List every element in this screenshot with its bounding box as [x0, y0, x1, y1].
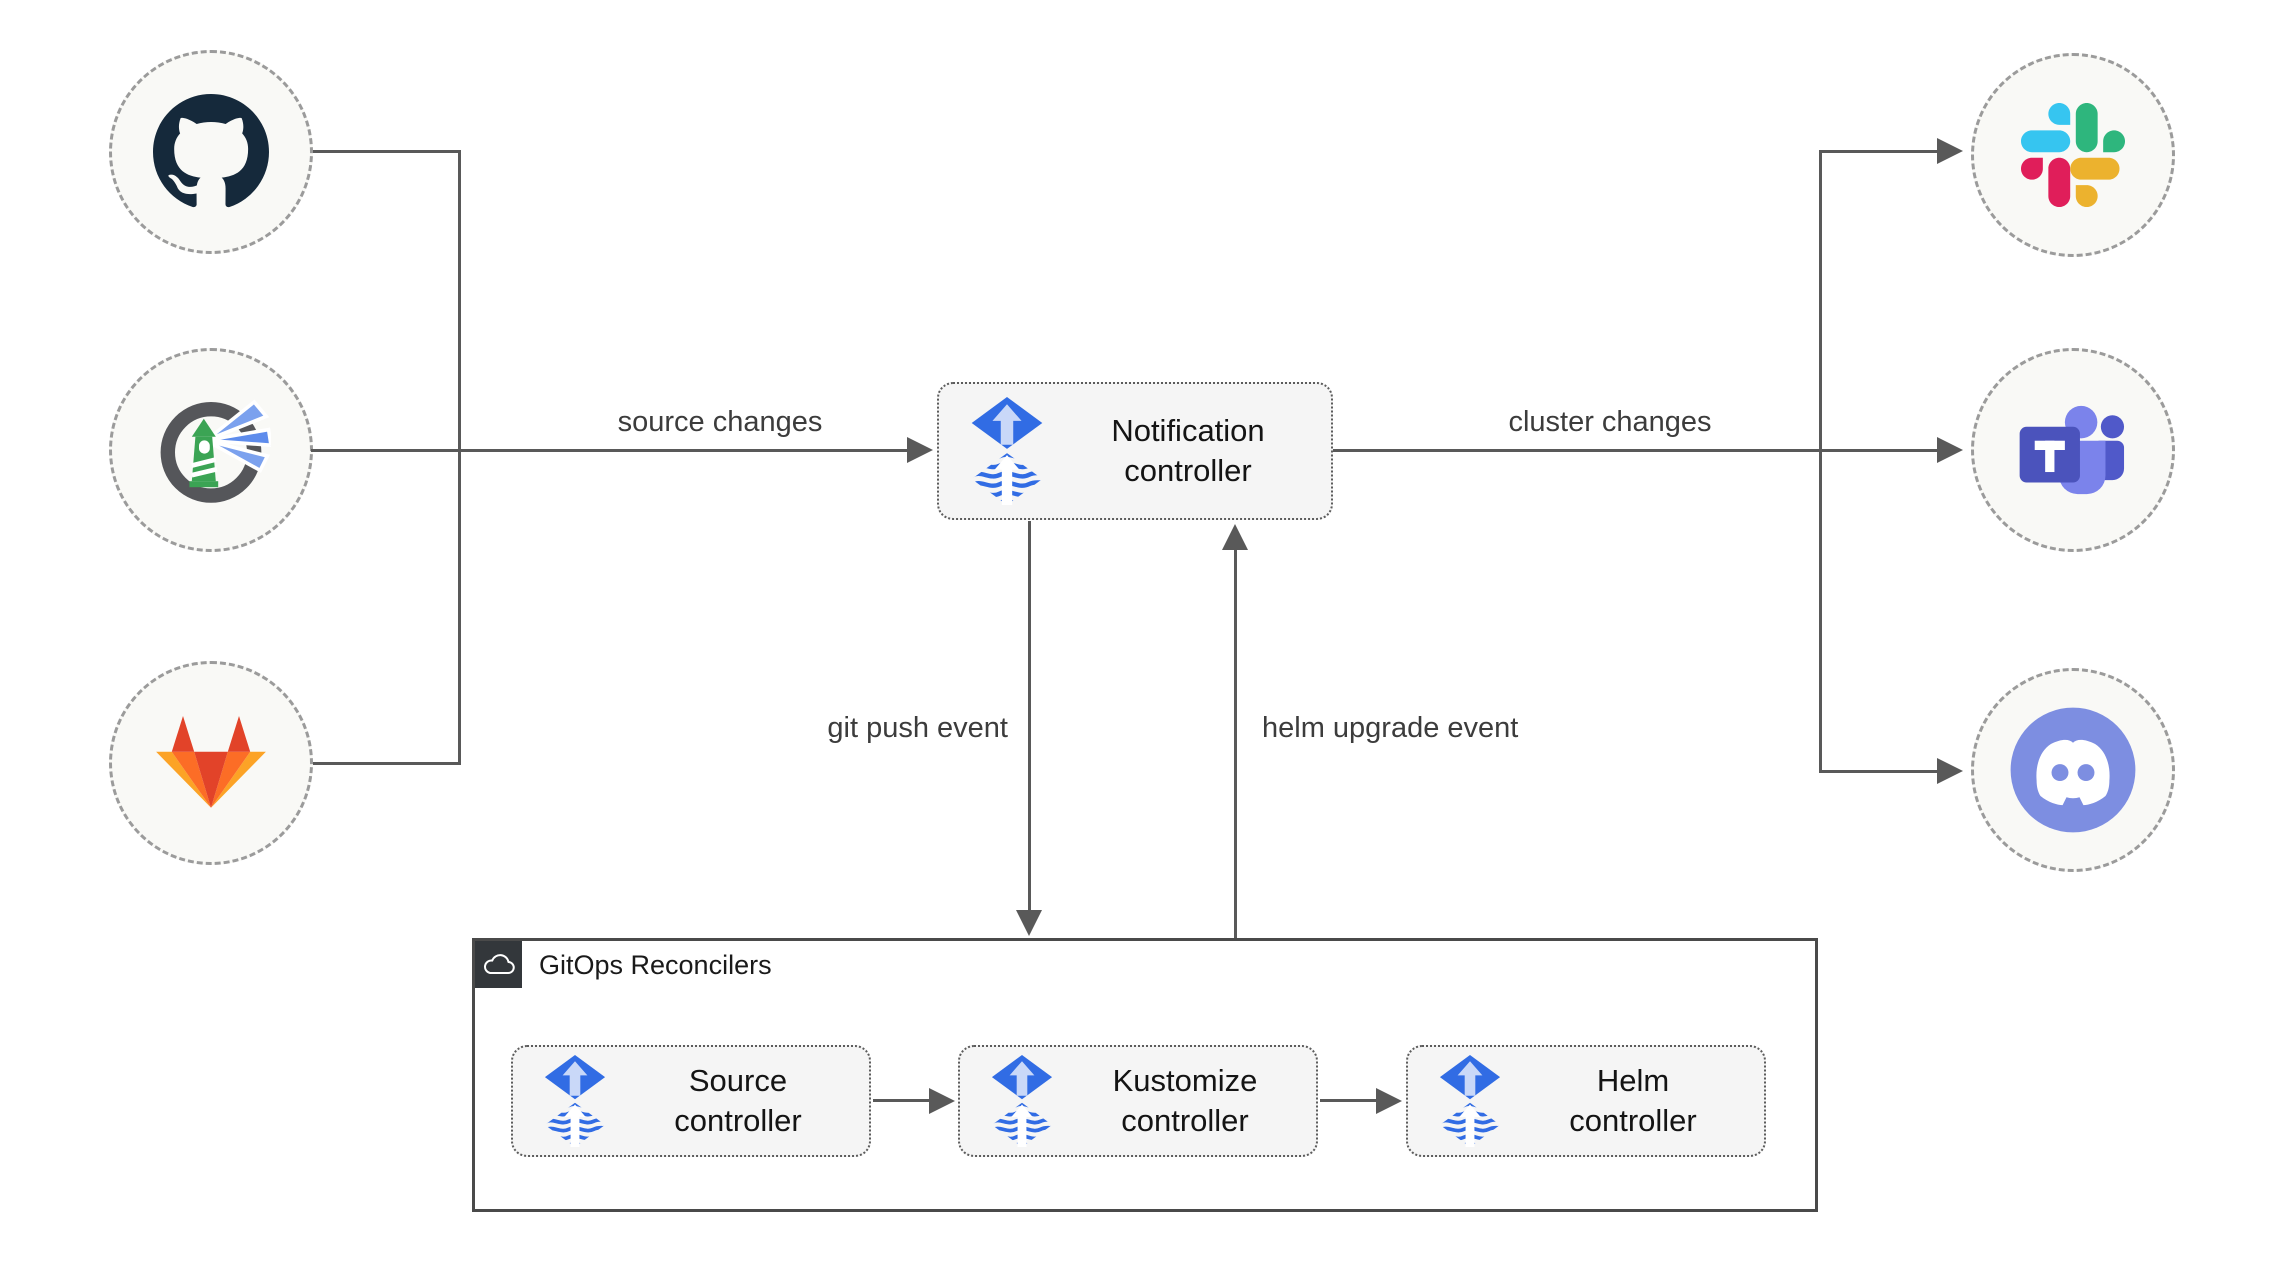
edge-label-git-push-event: git push event	[827, 712, 1008, 744]
edge-left-merge-rail	[458, 150, 461, 765]
notification-controller-label: Notification controller	[1111, 413, 1265, 488]
edge-git-push-line	[1028, 521, 1031, 914]
edge-discord-arrowhead	[1937, 758, 1963, 784]
cloud-icon	[483, 953, 515, 974]
edge-right-branch-rail	[1819, 150, 1822, 773]
edge-teams-arrowhead	[1937, 437, 1963, 463]
edge-source-changes-arrowhead	[907, 437, 933, 463]
teams-node	[1971, 348, 2175, 552]
edge-kustomize-to-helm-arrowhead	[1376, 1088, 1402, 1114]
slack-icon	[2021, 103, 2125, 207]
edge-cluster-changes-line	[1333, 449, 1822, 452]
container-label: GitOps Reconcilers	[539, 950, 772, 980]
edge-label-cluster-changes: cluster changes	[1508, 406, 1712, 438]
edge-source-to-kustomize-line	[873, 1099, 929, 1102]
source-controller-label: Source controller	[674, 1063, 802, 1138]
discord-node	[1971, 668, 2175, 872]
github-node	[109, 50, 313, 254]
edge-slack-line	[1819, 150, 1937, 153]
teams-icon	[2019, 405, 2125, 495]
edge-helm-upgrade-line	[1234, 548, 1237, 938]
slack-node	[1971, 53, 2175, 257]
edge-gitlab-line	[313, 762, 460, 765]
edge-helm-upgrade-arrowhead	[1222, 524, 1248, 550]
gitlab-icon	[156, 715, 266, 808]
edge-label-source-changes: source changes	[617, 406, 823, 438]
edge-label-helm-upgrade-event: helm upgrade event	[1262, 712, 1519, 744]
gitops-reconcilers-container: GitOps Reconcilers Source controller Kus…	[472, 938, 1818, 1212]
helm-controller-node: Helm controller	[1406, 1045, 1766, 1157]
kustomize-controller-label: Kustomize controller	[1112, 1063, 1258, 1138]
edge-source-to-kustomize-arrowhead	[929, 1088, 955, 1114]
gitlab-node	[109, 661, 313, 865]
edge-teams-line	[1822, 449, 1937, 452]
flux-icon	[1438, 1055, 1502, 1147]
source-controller-node: Source controller	[511, 1045, 871, 1157]
harbor-node	[109, 348, 313, 552]
flux-icon	[969, 397, 1045, 505]
edge-discord-line	[1819, 770, 1937, 773]
edge-github-line	[313, 150, 460, 153]
edge-slack-arrowhead	[1937, 138, 1963, 164]
discord-icon	[2010, 707, 2136, 833]
notification-controller-node: Notification controller	[937, 382, 1333, 520]
flux-icon	[990, 1055, 1054, 1147]
helm-controller-label: Helm controller	[1569, 1063, 1697, 1138]
edge-kustomize-to-helm-line	[1320, 1099, 1376, 1102]
flux-icon	[543, 1055, 607, 1147]
harbor-icon	[160, 399, 271, 503]
container-badge	[475, 941, 522, 988]
edge-git-push-arrowhead	[1016, 910, 1042, 936]
kustomize-controller-node: Kustomize controller	[958, 1045, 1318, 1157]
edge-source-changes-line	[311, 449, 909, 452]
github-icon	[153, 94, 269, 208]
